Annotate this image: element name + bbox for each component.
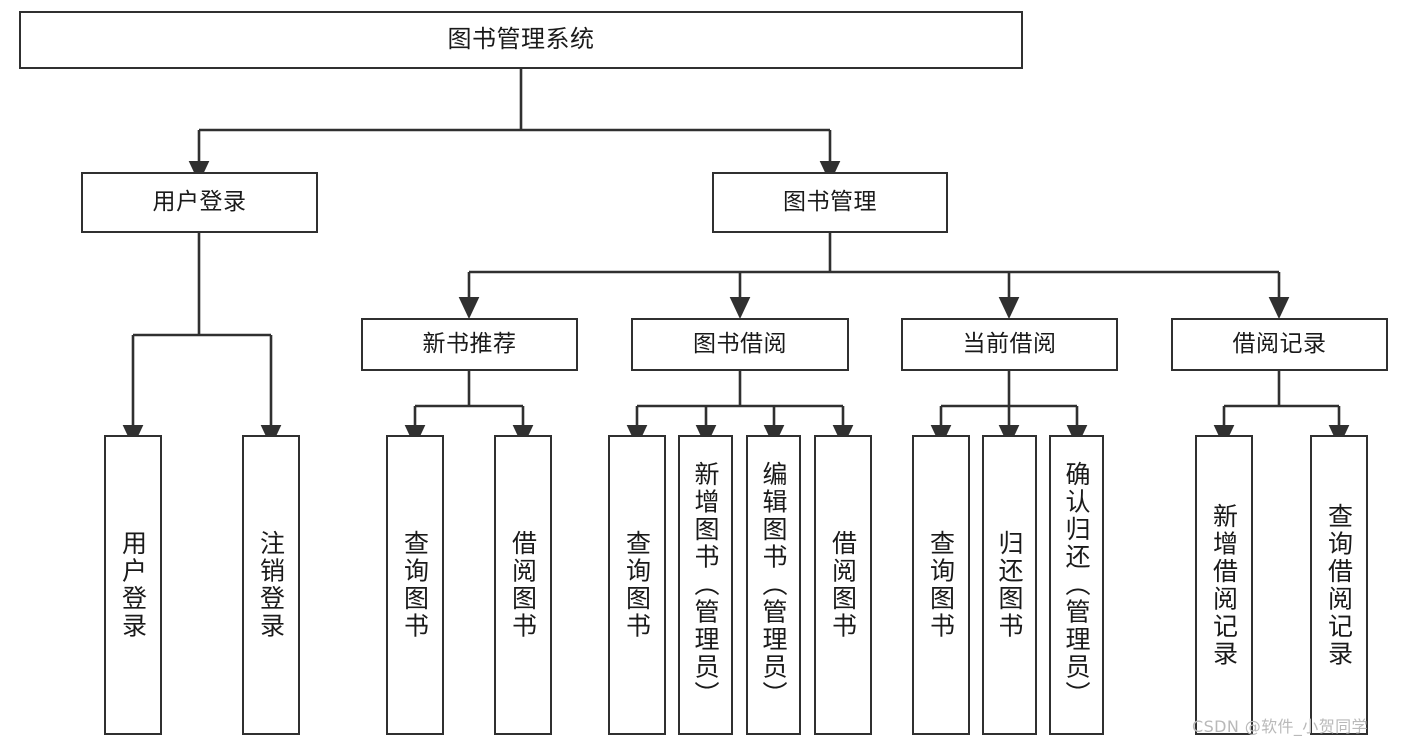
node-label: 归还图书 xyxy=(995,530,1024,640)
node-label: 查询借阅记录 xyxy=(1324,502,1354,668)
leaf-new-book-query-book[interactable]: 查询图书 xyxy=(386,435,444,735)
leaf-user-login-login[interactable]: 用户登录 xyxy=(104,435,162,735)
leaf-current-return-book[interactable]: 归还图书 xyxy=(982,435,1037,735)
node-label: 新增借阅记录 xyxy=(1209,502,1239,668)
leaf-borrow-query-book[interactable]: 查询图书 xyxy=(608,435,666,735)
leaf-current-confirm-return-admin[interactable]: 确认归还（管理员） xyxy=(1049,435,1104,735)
leaf-current-query-book[interactable]: 查询图书 xyxy=(912,435,970,735)
node-borrow-record[interactable]: 借阅记录 xyxy=(1171,318,1388,371)
node-book-borrow[interactable]: 图书借阅 xyxy=(631,318,849,371)
node-label: 查询图书 xyxy=(400,530,430,640)
node-label: 新书推荐 xyxy=(422,331,517,358)
node-label: 用户登录 xyxy=(152,189,247,216)
node-label: 图书管理系统 xyxy=(447,25,595,54)
node-label: 当前借阅 xyxy=(962,331,1057,358)
node-label: 编辑图书（管理员） xyxy=(759,461,788,709)
leaf-record-query-borrow-record[interactable]: 查询借阅记录 xyxy=(1310,435,1368,735)
leaf-borrow-borrow-book[interactable]: 借阅图书 xyxy=(814,435,872,735)
node-label: 新增图书（管理员） xyxy=(691,461,720,709)
node-label: 借阅图书 xyxy=(508,530,538,640)
node-current-borrow[interactable]: 当前借阅 xyxy=(901,318,1118,371)
node-label: 查询图书 xyxy=(926,530,956,640)
node-new-book-recommend[interactable]: 新书推荐 xyxy=(361,318,578,371)
node-label: 注销登录 xyxy=(256,530,286,640)
node-label: 借阅图书 xyxy=(828,530,858,640)
leaf-new-book-borrow-book[interactable]: 借阅图书 xyxy=(494,435,552,735)
leaf-borrow-edit-book-admin[interactable]: 编辑图书（管理员） xyxy=(746,435,801,735)
leaf-record-add-borrow-record[interactable]: 新增借阅记录 xyxy=(1195,435,1253,735)
node-label: 确认归还（管理员） xyxy=(1062,461,1091,709)
node-label: 查询图书 xyxy=(622,530,652,640)
node-label: 图书借阅 xyxy=(693,331,787,358)
node-label: 借阅记录 xyxy=(1232,331,1327,358)
leaf-borrow-add-book-admin[interactable]: 新增图书（管理员） xyxy=(678,435,733,735)
node-book-management[interactable]: 图书管理 xyxy=(712,172,948,233)
node-label: 用户登录 xyxy=(118,530,148,640)
leaf-user-login-logout[interactable]: 注销登录 xyxy=(242,435,300,735)
csdn-watermark: CSDN @软件_小贺同学 xyxy=(1192,717,1368,736)
node-user-login[interactable]: 用户登录 xyxy=(81,172,318,233)
node-label: 图书管理 xyxy=(783,189,877,216)
node-root-book-management-system[interactable]: 图书管理系统 xyxy=(19,11,1023,69)
